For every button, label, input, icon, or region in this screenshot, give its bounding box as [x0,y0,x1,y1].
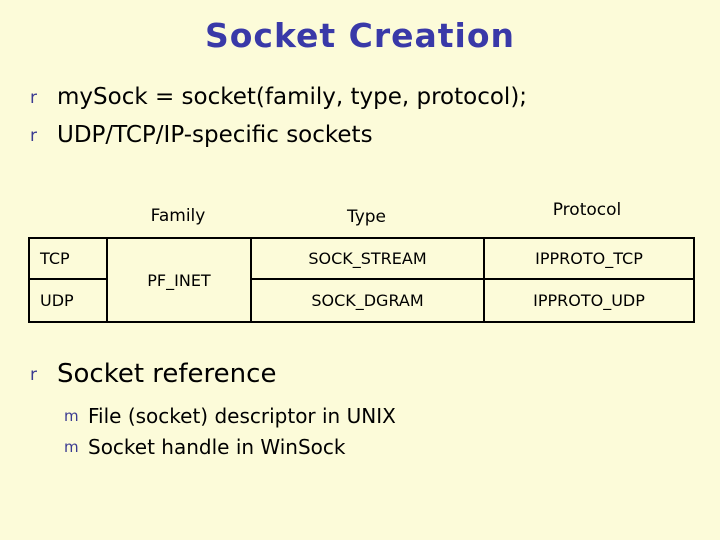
table-cell-sock-dgram: SOCK_DGRAM [252,280,485,321]
bullet-marker-icon: r [30,126,37,146]
table-cell-ipproto-tcp: IPPROTO_TCP [485,239,693,280]
bullet-socket-reference: r Socket reference [30,359,276,389]
subbullet-marker-icon: m [64,407,79,425]
bullet-udp-tcp-ip: r UDP/TCP/IP-specific sockets [30,122,373,148]
subbullet-unix-descriptor: m File (socket) descriptor in UNIX [64,404,396,428]
table-header-type: Type [346,207,387,227]
bullet-socket-call: r mySock = socket(family, type, protocol… [30,84,527,110]
bullet-marker-icon: r [30,88,37,108]
subbullet-winsock-handle: m Socket handle in WinSock [64,435,346,459]
socket-parameters-table: TCP UDP PF_INET SOCK_STREAM SOCK_DGRAM I… [28,237,695,323]
subbullet-marker-icon: m [64,438,79,456]
table-cell-ipproto-udp: IPPROTO_UDP [533,291,645,310]
table-header-family: Family [150,206,206,226]
slide-title: Socket Creation [204,16,516,55]
table-cell-udp: UDP [30,280,108,321]
table-header-protocol: Protocol [552,200,622,220]
table-cell-tcp: TCP [30,239,108,280]
bullet-marker-icon: r [30,365,37,385]
bullet-text: UDP/TCP/IP-specific sockets [57,122,373,148]
bullet-text: Socket reference [57,359,277,389]
table-cell-sock-stream: SOCK_STREAM [252,239,485,280]
subbullet-text: File (socket) descriptor in UNIX [88,404,396,428]
table-cell-pf-inet: PF_INET [108,239,252,321]
subbullet-text: Socket handle in WinSock [88,435,346,459]
bullet-text: mySock = socket(family, type, protocol); [57,84,528,110]
